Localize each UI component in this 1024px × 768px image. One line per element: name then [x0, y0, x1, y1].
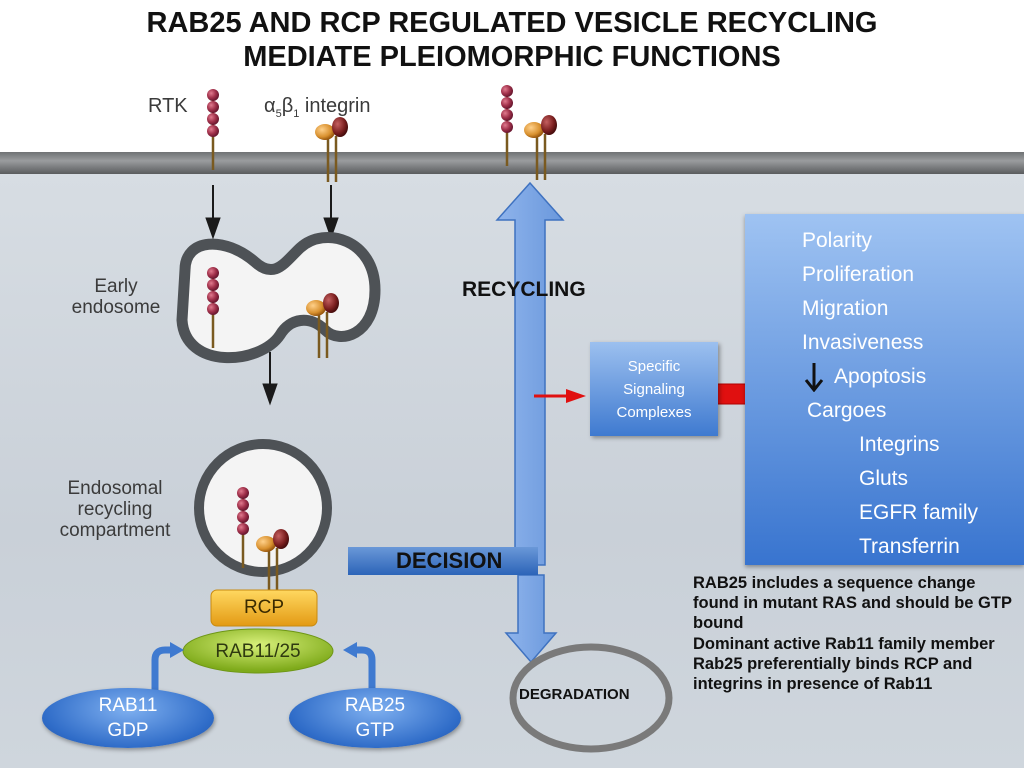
plasma-membrane	[0, 152, 1024, 174]
integrin-label: α5β1 integrin	[264, 96, 371, 125]
rab25-curved-arrow	[355, 646, 376, 692]
decision-label: DECISION	[396, 548, 503, 573]
note-line: Rab25 preferentially binds RCP and integ…	[693, 654, 973, 694]
rab11-arrowhead	[170, 642, 184, 658]
alpha-subscript: 5	[275, 108, 282, 120]
cargo-item: Gluts	[859, 467, 909, 490]
erc-label: Endosomal recycling compartment	[42, 478, 188, 541]
notes-block: RAB25 includes a sequence change found i…	[693, 573, 1018, 694]
surface-integrin-right	[522, 113, 559, 182]
early-endosome-line-1: Early	[94, 276, 138, 297]
outcome-item: Proliferation	[802, 263, 915, 286]
recycling-up-arrow	[495, 181, 565, 566]
rab11-25-ellipse	[182, 628, 334, 674]
recycling-label: RECYCLING	[462, 278, 586, 301]
title-line-1: RAB25 AND RCP REGULATED VESICLE RECYCLIN…	[146, 7, 878, 39]
outcome-item: Migration	[802, 297, 889, 320]
note-line: Dominant active Rab11 family member	[693, 634, 995, 653]
surface-rtk-right	[499, 83, 515, 168]
outcome-box: Polarity Proliferation Migration Invasiv…	[745, 214, 1024, 565]
specific-signaling-line-1: Specific	[627, 357, 681, 375]
surface-integrin-left	[313, 115, 350, 184]
rab25-gtp-pill: RAB25 GTP	[289, 688, 461, 748]
cargo-item: Integrins	[859, 433, 940, 456]
degradation-circle	[509, 643, 673, 753]
recycling-compartment	[194, 439, 332, 577]
thin-red-arrowhead	[566, 389, 586, 403]
specific-signaling-line-3: Complexes	[616, 403, 692, 421]
alpha-symbol: α	[264, 95, 276, 117]
early-endosome-line-2: endosome	[71, 297, 161, 318]
erc-line-3: compartment	[59, 520, 171, 541]
cargo-item: EGFR family	[859, 501, 979, 524]
rab11-gdp-line-2: GDP	[107, 720, 149, 741]
beta-symbol: β	[281, 95, 294, 117]
apoptosis-item: Apoptosis	[834, 365, 927, 388]
cargoes-label: Cargoes	[807, 399, 887, 422]
rcp-label: RCP	[243, 597, 285, 618]
rab25-arrowhead	[343, 642, 357, 658]
specific-signaling-box: Specific Signaling Complexes	[590, 342, 718, 436]
rab11-gdp-pill: RAB11 GDP	[42, 688, 214, 748]
erc-line-1: Endosomal	[67, 478, 163, 499]
degradation-down-arrow	[504, 574, 558, 664]
rcp-box	[210, 589, 318, 627]
title-line-2: MEDIATE PLEIOMORPHIC FUNCTIONS	[243, 41, 781, 73]
early-endosome-label: Early endosome	[58, 276, 174, 318]
specific-signaling-line-2: Signaling	[623, 380, 685, 398]
rab25-gtp-line-1: RAB25	[344, 695, 406, 716]
rtk-label: RTK	[148, 95, 188, 117]
internalization-arrows	[205, 185, 339, 406]
decision-bar	[348, 547, 538, 575]
rab11-25-label: RAB11/25	[215, 641, 301, 662]
rab25-gtp-line-2: GTP	[355, 720, 395, 741]
note-line: RAB25 includes a sequence change found i…	[693, 574, 1012, 633]
down-arrow-icon	[804, 363, 824, 392]
outcome-item: Invasiveness	[802, 331, 924, 354]
outcome-item: Polarity	[802, 229, 873, 252]
rab11-gdp-line-1: RAB11	[98, 695, 158, 716]
integrin-word: integrin	[304, 95, 371, 117]
beta-subscript: 1	[293, 108, 300, 120]
erc-line-2: recycling	[77, 499, 153, 520]
cargo-item: Transferrin	[859, 535, 960, 558]
surface-rtk-left	[205, 87, 221, 172]
rab11-curved-arrow	[151, 646, 172, 692]
slide-title: RAB25 AND RCP REGULATED VESICLE RECYCLIN…	[0, 6, 1024, 74]
degradation-label: DEGRADATION	[519, 686, 630, 703]
